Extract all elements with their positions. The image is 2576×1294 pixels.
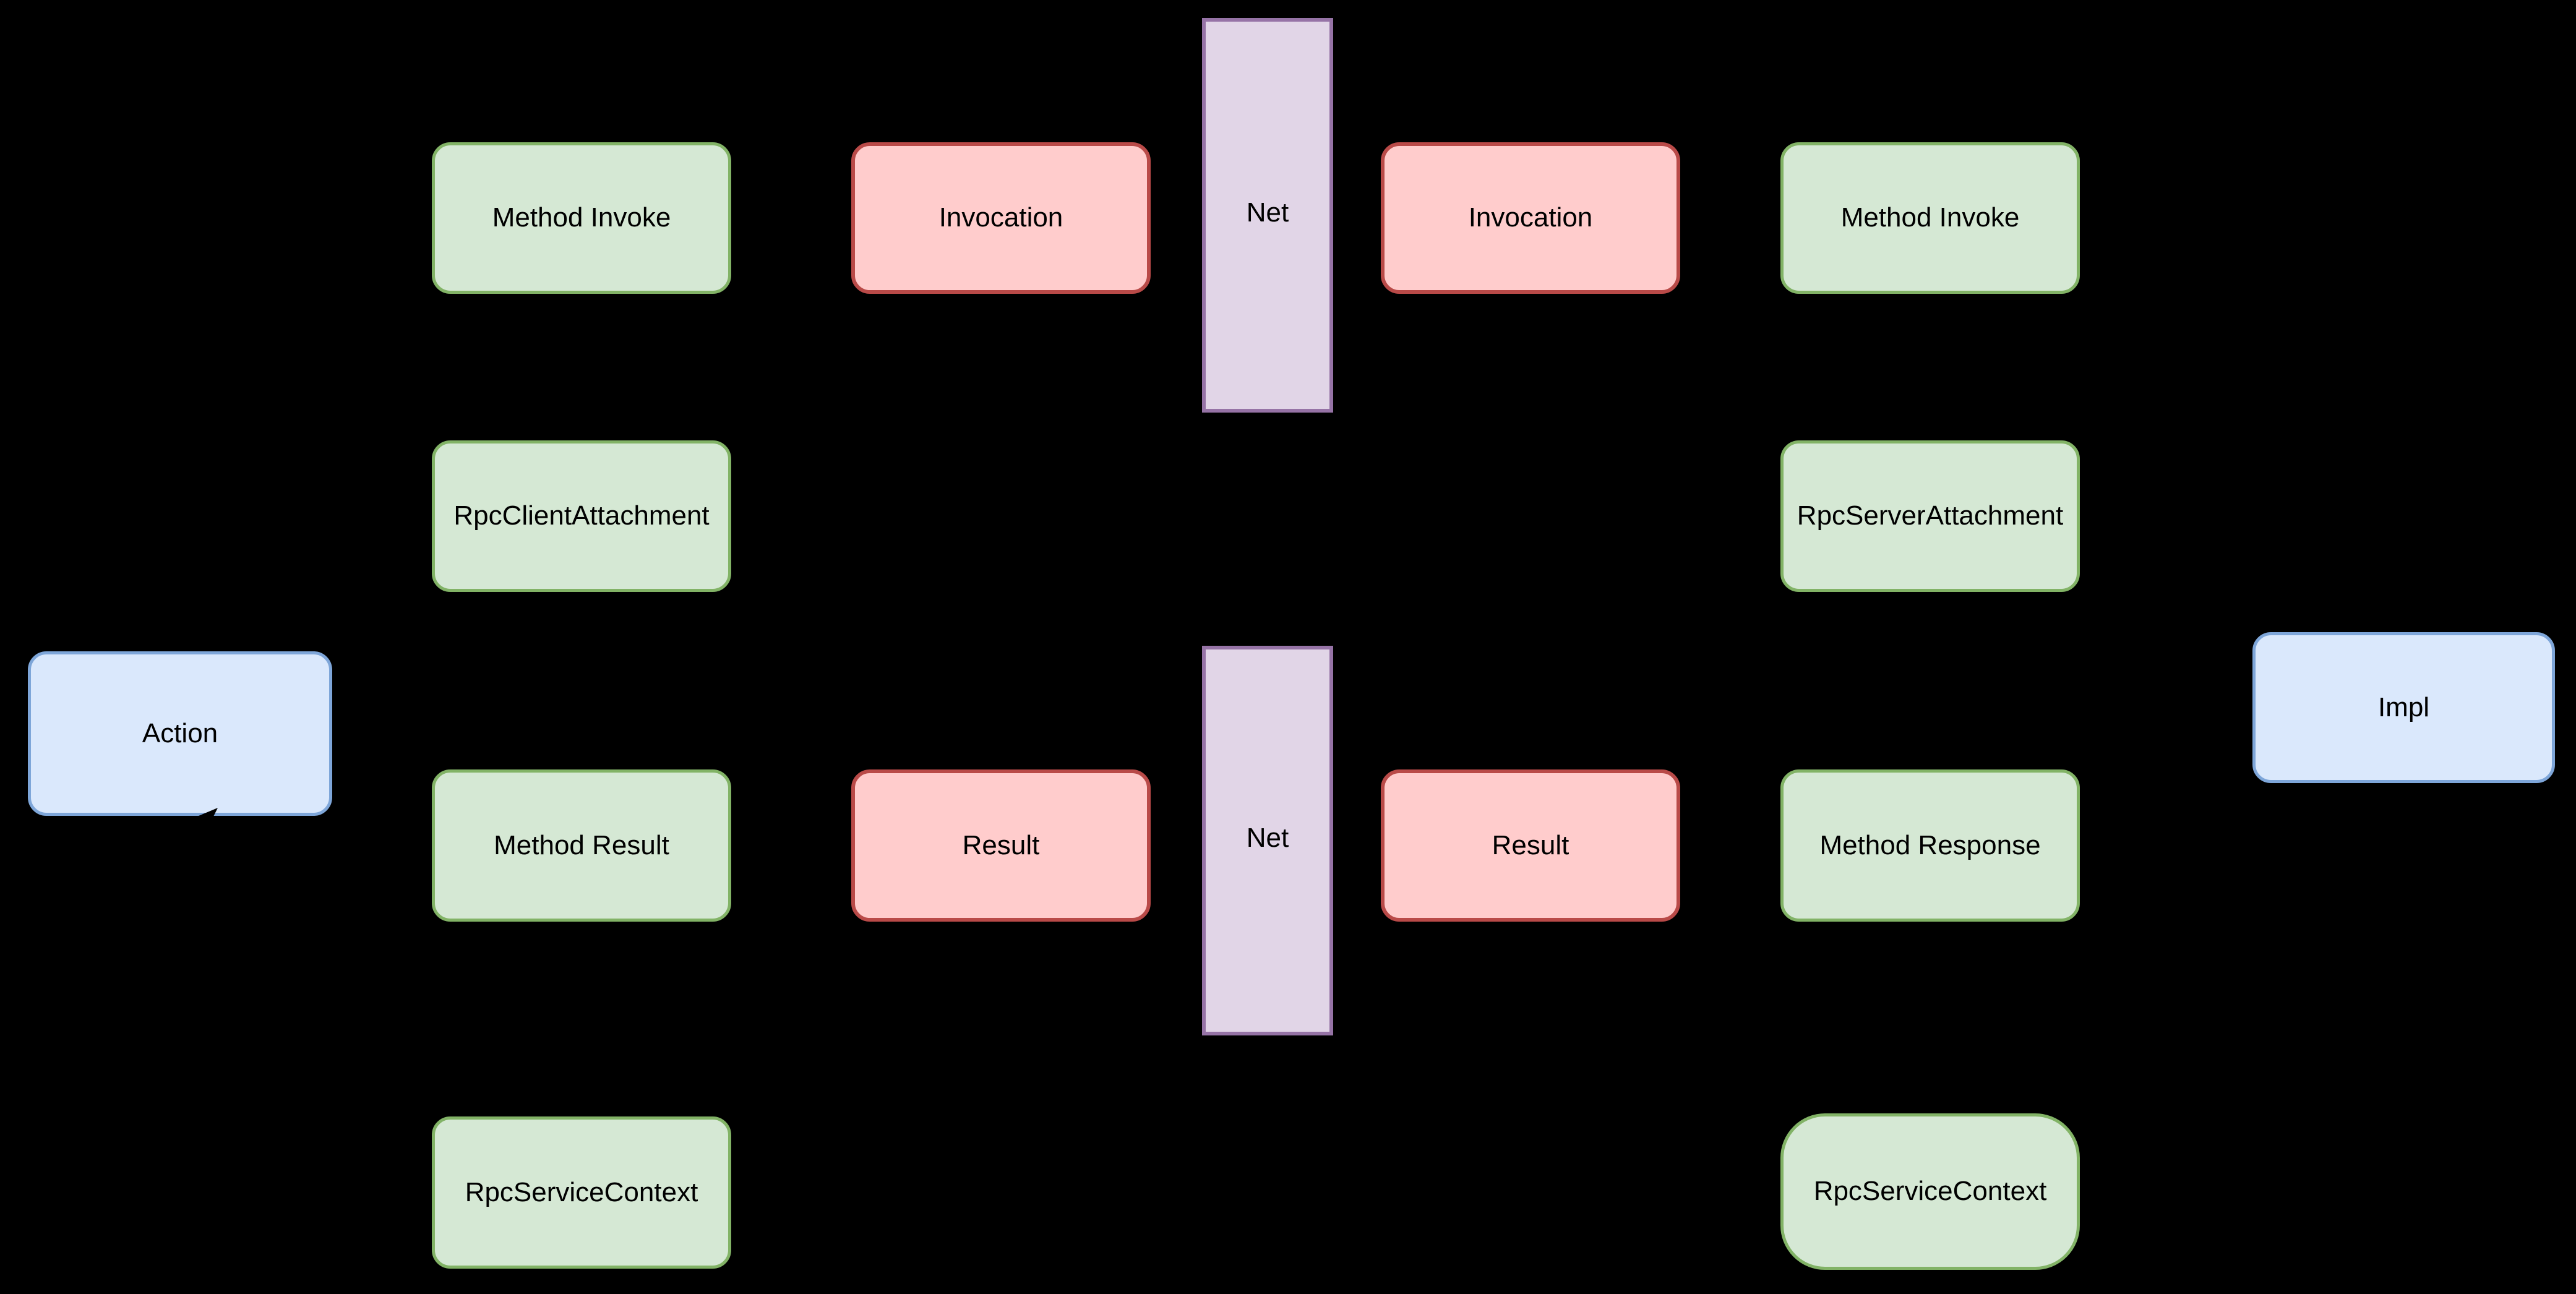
node-label-method-response: Method Response [1819, 829, 2041, 860]
node-label-net-top: Net [1246, 197, 1289, 228]
node-net-bottom[interactable]: Net [1202, 646, 1333, 1035]
node-label-method-invoke-client: Method Invoke [492, 202, 671, 233]
arrowhead-icon [179, 808, 218, 824]
node-rpc-service-context-right[interactable]: RpcServiceContext [1780, 1113, 2080, 1270]
node-label-result-client: Result [962, 829, 1040, 860]
node-result-client[interactable]: Result [851, 769, 1151, 922]
node-method-invoke-client[interactable]: Method Invoke [432, 142, 731, 294]
node-method-result[interactable]: Method Result [432, 769, 731, 922]
node-label-rpc-server-attachment: RpcServerAttachment [1797, 500, 2064, 531]
node-rpc-server-attachment[interactable]: RpcServerAttachment [1780, 440, 2080, 592]
node-label-result-server: Result [1492, 829, 1569, 860]
node-label-action: Action [142, 718, 218, 748]
node-rpc-client-attachment[interactable]: RpcClientAttachment [432, 440, 731, 592]
node-invocation-client[interactable]: Invocation [851, 142, 1151, 294]
node-action[interactable]: Action [28, 651, 332, 816]
node-label-rpc-service-context-left: RpcServiceContext [465, 1176, 698, 1207]
node-net-top[interactable]: Net [1202, 18, 1333, 413]
node-method-invoke-server[interactable]: Method Invoke [1780, 142, 2080, 294]
node-label-invocation-server: Invocation [1468, 202, 1593, 233]
node-label-method-result: Method Result [494, 829, 669, 860]
node-impl[interactable]: Impl [2252, 632, 2555, 783]
node-label-method-invoke-server: Method Invoke [1840, 202, 2020, 233]
node-label-rpc-client-attachment: RpcClientAttachment [453, 500, 710, 531]
node-label-invocation-client: Invocation [938, 202, 1063, 233]
node-label-net-bottom: Net [1246, 822, 1289, 853]
node-result-server[interactable]: Result [1381, 769, 1680, 922]
node-label-rpc-service-context-right: RpcServiceContext [1813, 1176, 2047, 1207]
node-rpc-service-context-left[interactable]: RpcServiceContext [432, 1116, 731, 1269]
node-label-impl: Impl [2377, 692, 2430, 722]
node-invocation-server[interactable]: Invocation [1381, 142, 1680, 294]
node-method-response[interactable]: Method Response [1780, 769, 2080, 922]
